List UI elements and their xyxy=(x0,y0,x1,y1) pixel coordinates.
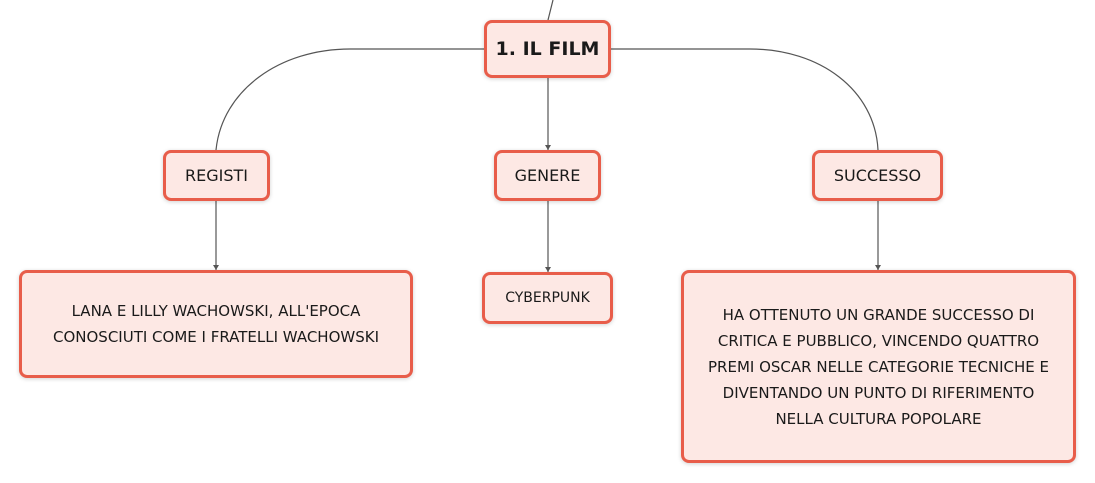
root-node-label: 1. IL FILM xyxy=(495,38,600,60)
connector-from-parent xyxy=(547,0,554,21)
branch-node-successo[interactable]: SUCCESSO xyxy=(812,150,943,201)
arrowhead-genere xyxy=(545,145,551,150)
branch-node-label: SUCCESSO xyxy=(833,166,922,185)
detail-node-text: CYBERPUNK xyxy=(505,290,590,306)
detail-node-text: HA OTTENUTO UN GRANDE SUCCESSO DI CRITIC… xyxy=(708,305,1049,428)
arrowhead-registi-detail xyxy=(213,265,219,270)
root-node[interactable]: 1. IL FILM xyxy=(484,20,611,78)
connector-root-to-registi xyxy=(215,48,484,151)
branch-node-label: GENERE xyxy=(514,166,581,185)
branch-node-genere[interactable]: GENERE xyxy=(494,150,601,201)
detail-node-genere[interactable]: CYBERPUNK xyxy=(482,272,613,324)
detail-node-text: LANA E LILLY WACHOWSKI, ALL'EPOCA CONOSC… xyxy=(53,302,379,346)
arrowhead-genere-detail xyxy=(545,267,551,272)
detail-node-successo[interactable]: HA OTTENUTO UN GRANDE SUCCESSO DI CRITIC… xyxy=(681,270,1076,463)
branch-node-label: REGISTI xyxy=(185,166,248,185)
connector-root-to-successo xyxy=(611,48,879,151)
detail-node-registi[interactable]: LANA E LILLY WACHOWSKI, ALL'EPOCA CONOSC… xyxy=(19,270,413,378)
arrowhead-successo-detail xyxy=(875,265,881,270)
branch-node-registi[interactable]: REGISTI xyxy=(163,150,270,201)
